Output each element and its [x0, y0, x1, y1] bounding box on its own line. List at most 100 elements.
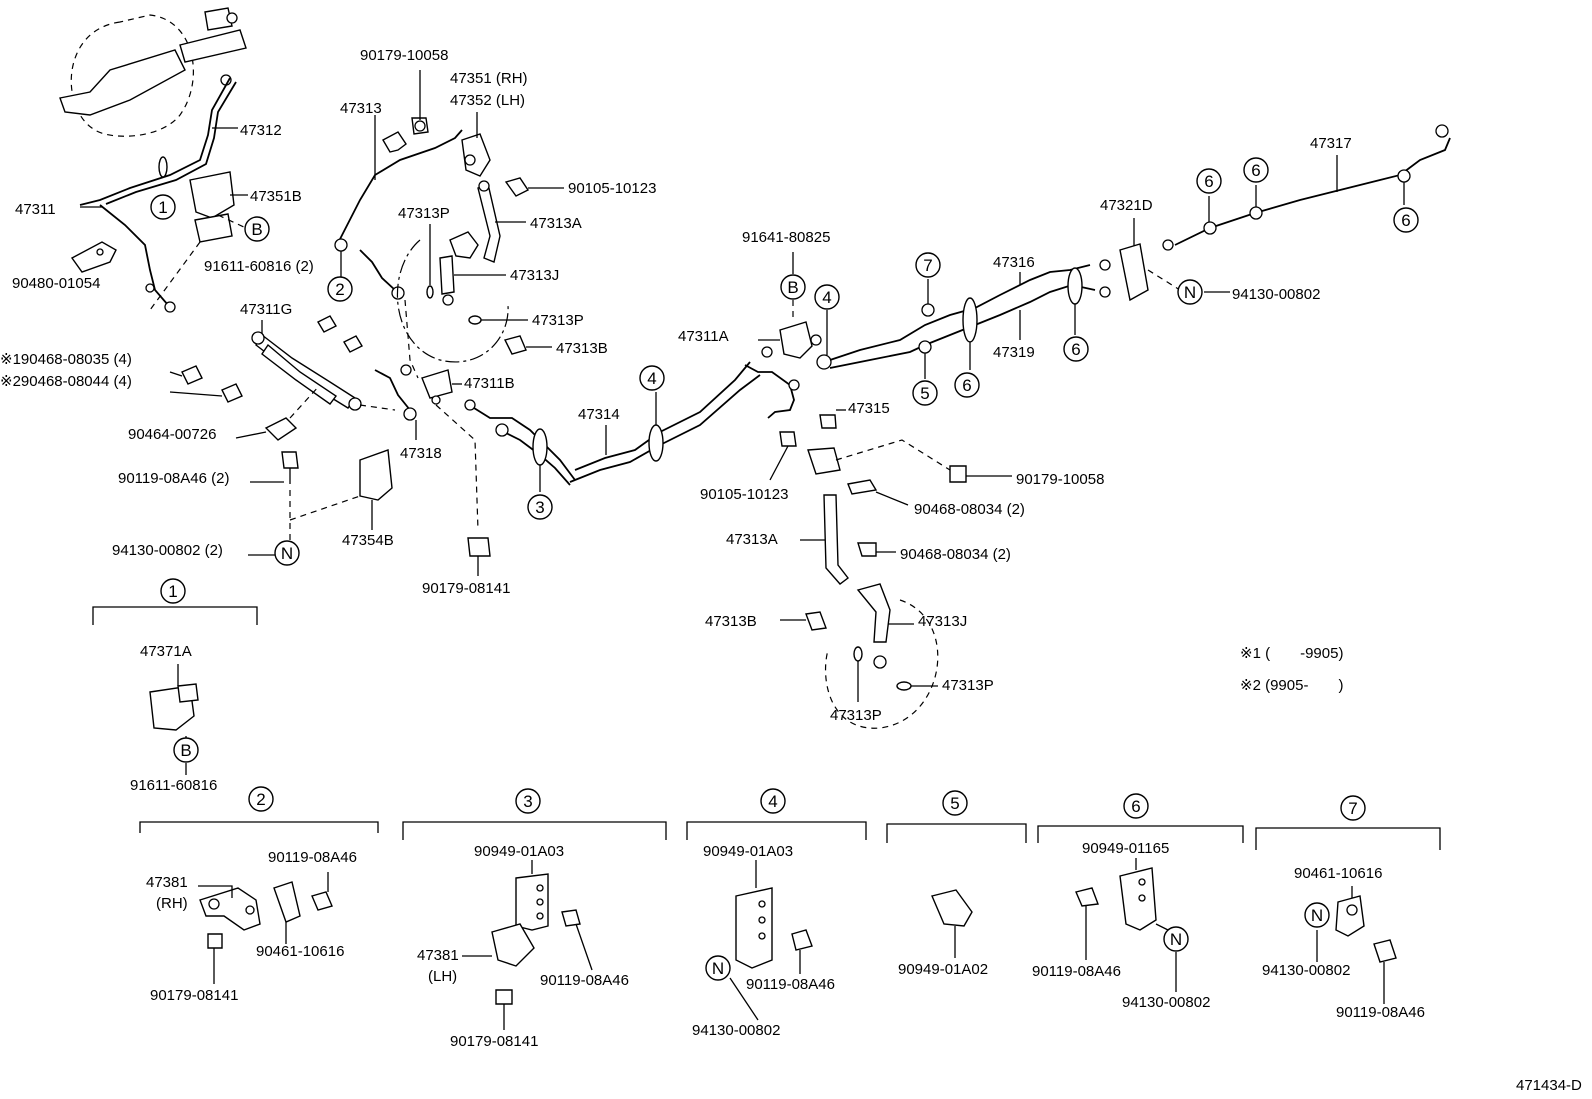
part-label: 47316 [993, 254, 1035, 271]
callout-circle-ring [515, 788, 541, 814]
callout-circle-label: 6 [1204, 172, 1213, 191]
callout-circle-ring [954, 372, 980, 398]
part-label: 47313P [532, 312, 584, 329]
part-label: 90179-08141 [450, 1033, 538, 1050]
part-label: 47319 [993, 344, 1035, 361]
callout-circle-label: 1 [168, 582, 177, 601]
callout-circle-label: 6 [1401, 211, 1410, 230]
part-label: 47321D [1100, 197, 1153, 214]
part-label: 90179-08141 [422, 580, 510, 597]
detail-group-5 [886, 823, 1027, 958]
part-label: 47352 (LH) [450, 92, 525, 109]
part-label: 47315 [848, 400, 890, 417]
callout-circle-label: 4 [647, 369, 656, 388]
part-label: 47313B [705, 613, 757, 630]
callout-circle-label: 6 [1251, 161, 1260, 180]
callout-circle: N [705, 955, 731, 981]
detail-group-4 [686, 821, 867, 1021]
callout-circle-label: 6 [962, 376, 971, 395]
callout-circle: 7 [915, 252, 941, 278]
part-label: 91611-60816 (2) [204, 258, 314, 275]
detail-group-6 [1037, 825, 1244, 992]
callout-circle: 5 [942, 790, 968, 816]
callout-circle-label: 6 [1071, 340, 1080, 359]
detail-group-1 [92, 606, 258, 775]
callout-circle-ring [814, 284, 840, 310]
callout-circle: 4 [814, 284, 840, 310]
callout-circle-ring [173, 737, 199, 763]
callout-circle-label: 7 [1348, 799, 1357, 818]
callout-circle-ring [780, 274, 806, 300]
part-label: 90949-01165 [1082, 840, 1169, 857]
callout-circle: 6 [1243, 157, 1269, 183]
part-label: 47351 (RH) [450, 70, 528, 87]
callout-circle-label: 7 [923, 256, 932, 275]
part-label: 471434-D [1516, 1077, 1582, 1094]
part-label: 47311G [240, 301, 292, 318]
part-label: 90105-10123 [568, 180, 656, 197]
line-47314-area [464, 361, 761, 492]
part-label: 90179-10058 [360, 47, 448, 64]
part-label: 90119-08A46 [268, 849, 357, 866]
callout-circle-label: N [1311, 906, 1323, 925]
part-label: 47314 [578, 406, 620, 423]
callout-circle: 2 [327, 276, 353, 302]
part-label: 91641-80825 [742, 229, 830, 246]
callout-circle-ring [1243, 157, 1269, 183]
callout-circle-ring [942, 790, 968, 816]
callout-circle-label: 3 [535, 498, 544, 517]
part-label: 94130-00802 [1262, 962, 1350, 979]
callout-circle-ring [1063, 336, 1089, 362]
callout-circle-label: 2 [256, 790, 265, 809]
callout-circle-ring [527, 494, 553, 520]
callout-circle-ring [639, 365, 665, 391]
part-label: 90119-08A46 [540, 972, 629, 989]
rear-lines-area [758, 124, 1451, 379]
part-label: 90461-10616 [1294, 865, 1382, 882]
part-label: 90464-00726 [128, 426, 216, 443]
part-label: 94130-00802 [1122, 994, 1210, 1011]
callout-circle: 6 [1393, 207, 1419, 233]
part-label: 47311B [464, 375, 515, 392]
part-label: 90119-08A46 [746, 976, 835, 993]
callout-circle-ring [1163, 926, 1189, 952]
part-label: 94130-00802 [692, 1022, 780, 1039]
line-47313-area [334, 70, 564, 379]
line-47315-area [744, 364, 1012, 729]
callout-circle: 1 [160, 578, 186, 604]
part-label: 91611-60816 [130, 777, 217, 794]
callout-circle-label: 6 [1131, 797, 1140, 816]
master-cylinder-area [59, 7, 248, 313]
callout-circle: 6 [1063, 336, 1089, 362]
callout-circle: 2 [248, 786, 274, 812]
callout-circle-label: 1 [158, 198, 167, 217]
callout-circle: 1 [150, 194, 176, 220]
part-label: 47317 [1310, 135, 1352, 152]
part-label: 47313A [530, 215, 582, 232]
callout-circle-ring [915, 252, 941, 278]
part-label: 47313J [918, 613, 967, 630]
part-label: 47313P [398, 205, 450, 222]
part-label: 47313J [510, 267, 559, 284]
part-label: 47354B [342, 532, 394, 549]
detail-group-3 [402, 821, 667, 1030]
part-label: ※290468-08044 (4) [0, 373, 132, 390]
callout-circle-label: B [251, 220, 262, 239]
detail-group-7 [1255, 827, 1441, 1004]
callout-circle-ring [160, 578, 186, 604]
part-label: 90119-08A46 [1032, 963, 1121, 980]
part-label: 47313 [340, 100, 382, 117]
part-label: 90179-10058 [1016, 471, 1104, 488]
part-label: 94130-00802 (2) [112, 542, 223, 559]
callout-circle-label: B [787, 278, 798, 297]
callout-circle: 7 [1340, 795, 1366, 821]
callout-circle-ring [1304, 902, 1330, 928]
part-label: 94130-00802 [1232, 286, 1320, 303]
callout-circle-ring [1177, 279, 1203, 305]
callout-circle-label: 2 [335, 280, 344, 299]
part-label: 47313P [942, 677, 994, 694]
part-label: 47351B [250, 188, 302, 205]
callout-circle: B [244, 216, 270, 242]
part-label: ※190468-08035 (4) [0, 351, 132, 368]
